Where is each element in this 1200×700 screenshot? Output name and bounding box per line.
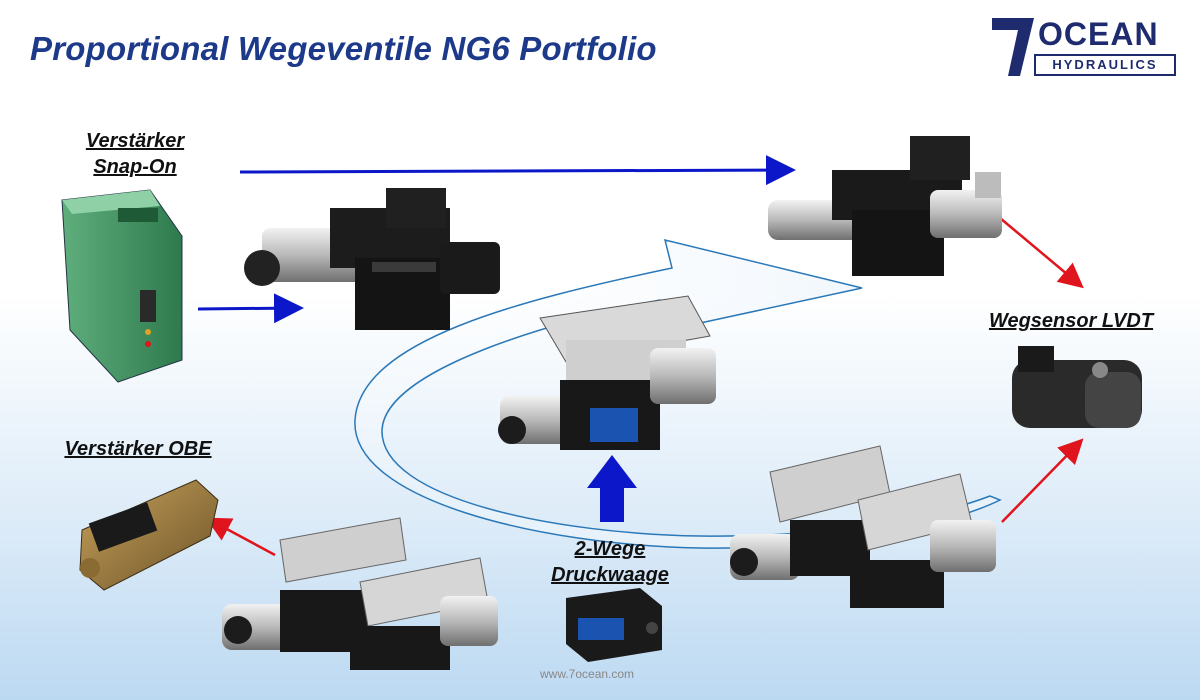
arrow-snapon-to-valve-top <box>239 155 796 186</box>
logo-name: OCEAN <box>1038 16 1159 52</box>
footer-url: www.7ocean.com <box>540 667 635 681</box>
center-valve-image <box>498 295 716 450</box>
logo-subtitle: HYDRAULICS <box>1034 54 1176 76</box>
company-logo: OCEAN HYDRAULICS <box>990 14 1180 80</box>
druckwaage-block-image <box>566 588 662 662</box>
label-snap-on-line1: Verstärker <box>85 130 185 152</box>
bottom-left-valve-pair-image <box>222 517 498 670</box>
cycle-swoosh-arrow <box>354 238 1002 549</box>
lvdt-sensor-image <box>1012 346 1142 428</box>
arrow-valve-to-obe <box>205 517 276 557</box>
arrow-snapon-to-valve-left <box>197 293 304 324</box>
obe-amplifier-image <box>79 479 219 591</box>
arrow-valve-to-lvdt <box>1001 438 1084 523</box>
page-title: Proportional Wegeventile NG6 Portfolio <box>30 30 657 67</box>
snap-on-valve-pair-image <box>244 188 500 330</box>
logo-seven-mark <box>992 18 1034 76</box>
snap-on-amplifier-image <box>61 189 183 383</box>
label-druckwaage-line1: 2-Wege <box>574 538 646 560</box>
label-druckwaage-line2: Druckwaage <box>551 564 669 586</box>
label-lvdt: Wegsensor LVDT <box>988 310 1154 332</box>
label-druckwaage: 2-Wege Druckwaage <box>530 536 690 588</box>
arrow-to-lvdt <box>999 217 1084 289</box>
label-snap-on: Verstärker Snap-On <box>60 128 210 180</box>
arrow-druckwaage-up <box>587 455 637 522</box>
label-snap-on-line2: Snap-On <box>93 156 177 178</box>
bottom-right-valve-pair-image <box>730 445 996 608</box>
lvdt-valve-pair-image <box>768 136 1002 276</box>
label-obe: Verstärker OBE <box>64 438 212 460</box>
